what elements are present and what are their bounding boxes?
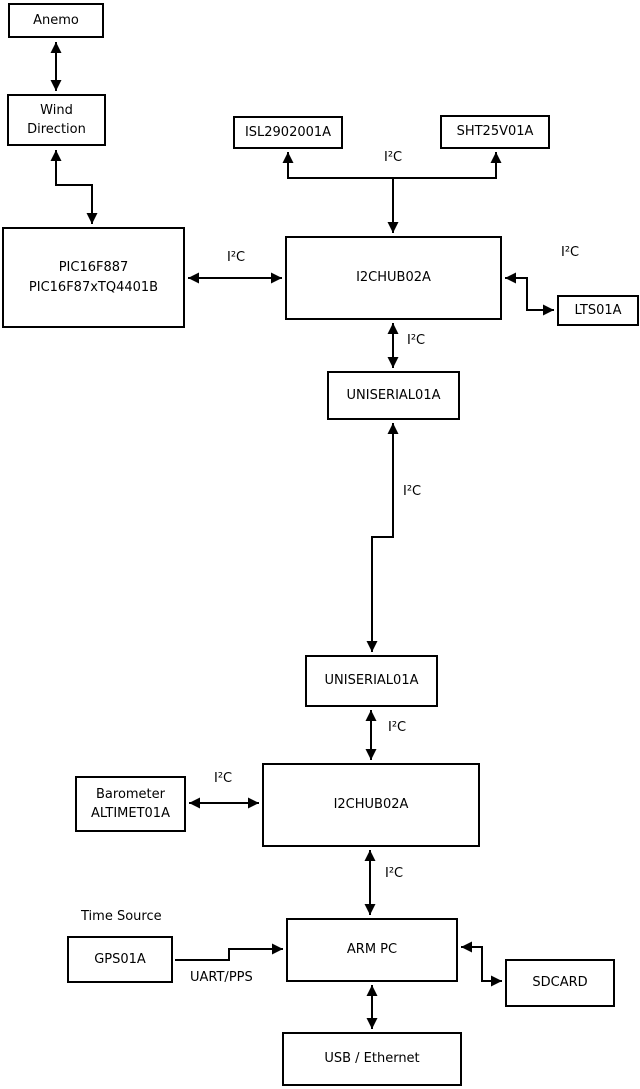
node-isl2902001a: ISL2902001A <box>233 116 343 149</box>
node-usb-ethernet: USB / Ethernet <box>282 1032 462 1086</box>
node-uniserial01a-2: UNISERIAL01A <box>305 655 438 707</box>
node-barometer-altimet01a-label: Barometer ALTIMET01A <box>91 786 170 822</box>
edge-label-i2c-uniserial2-hub2: I²C <box>388 720 407 735</box>
node-sdcard-label: SDCARD <box>532 975 588 991</box>
edge-uniserial1-uniserial2 <box>366 423 399 652</box>
edge-gps-armpc <box>175 943 283 961</box>
edge-label-i2c-pic-hub1: I²C <box>227 250 246 265</box>
edge-label-i2c-barometer-hub2: I²C <box>214 771 233 786</box>
node-i2chub02a-2-label: I2CHUB02A <box>333 797 409 813</box>
node-sht25v01a-label: SHT25V01A <box>456 124 534 140</box>
node-arm-pc-label: ARM PC <box>346 942 398 958</box>
edge-label-i2c-uniserial1-uniserial2: I²C <box>403 484 422 499</box>
node-anemo: Anemo <box>8 3 104 38</box>
edge-label-i2c-hub1-lts: I²C <box>561 245 580 260</box>
edge-label-time-source: Time Source <box>81 909 162 924</box>
node-anemo-label: Anemo <box>33 12 79 28</box>
node-pic16f887: PIC16F887 PIC16F87xTQ4401B <box>2 227 185 328</box>
node-gps01a-label: GPS01A <box>94 951 146 967</box>
edge-label-uart-pps: UART/PPS <box>190 970 253 985</box>
node-lts01a-label: LTS01A <box>574 302 622 318</box>
node-barometer-altimet01a: Barometer ALTIMET01A <box>75 776 186 832</box>
edge-armpc-sdcard <box>461 941 502 987</box>
node-lts01a: LTS01A <box>557 295 639 326</box>
node-i2chub02a-1-label: I2CHUB02A <box>356 270 431 286</box>
node-arm-pc: ARM PC <box>286 918 458 982</box>
node-usb-ethernet-label: USB / Ethernet <box>324 1051 420 1067</box>
node-pic16f887-label: PIC16F887 PIC16F87xTQ4401B <box>28 260 159 295</box>
edge-label-i2c-hub2-armpc: I²C <box>385 866 404 881</box>
node-wind-direction-label: Wind Direction <box>27 102 86 138</box>
edge-wind-pic <box>50 150 98 224</box>
node-gps01a: GPS01A <box>67 936 173 983</box>
node-uniserial01a-1: UNISERIAL01A <box>327 371 460 420</box>
node-i2chub02a-2: I2CHUB02A <box>262 763 480 847</box>
edge-label-i2c-hub1-uniserial1: I²C <box>407 333 426 348</box>
node-uniserial01a-2-label: UNISERIAL01A <box>324 673 419 689</box>
node-uniserial01a-1-label: UNISERIAL01A <box>346 387 441 403</box>
node-sdcard: SDCARD <box>505 959 615 1007</box>
node-i2chub02a-1: I2CHUB02A <box>285 236 502 320</box>
node-wind-direction: Wind Direction <box>7 94 106 146</box>
edge-hub1-lts <box>505 272 554 316</box>
edge-label-i2c-hub1-sensors: I²C <box>384 150 403 165</box>
node-sht25v01a: SHT25V01A <box>440 115 550 149</box>
node-isl2902001a-label: ISL2902001A <box>244 124 332 140</box>
